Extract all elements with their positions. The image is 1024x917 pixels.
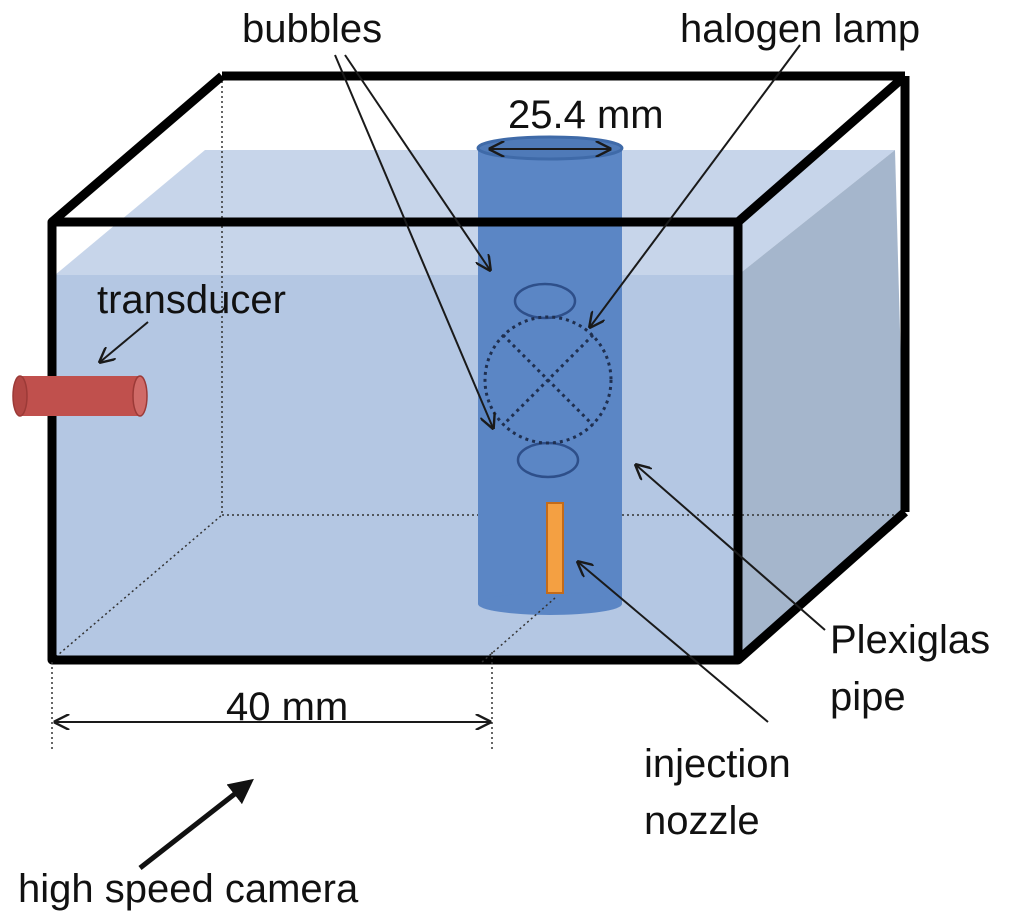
- bubbles-leader-lower: [334, 54, 493, 428]
- pipe-diameter-label: 25.4 mm: [508, 93, 664, 137]
- camera-label: high speed camera: [18, 867, 359, 911]
- tank-frame: [47, 71, 910, 665]
- lamp-leader: [590, 44, 801, 327]
- transducer-label: transducer: [97, 278, 286, 322]
- plexiglas-leader: [636, 465, 826, 631]
- nozzle-label-line1: injection: [644, 742, 791, 786]
- water-front-face: [52, 275, 738, 660]
- transducer: [12, 375, 148, 417]
- plexiglas-label-line1: Plexiglas: [830, 618, 990, 662]
- transducer-leader: [100, 321, 149, 362]
- bubbles-leader-upper: [344, 54, 490, 270]
- nozzle-label-line2: nozzle: [644, 799, 760, 843]
- width-dimension-label: 40 mm: [226, 685, 348, 729]
- bubbles-label: bubbles: [242, 7, 382, 51]
- halogen-lamp-label: halogen lamp: [680, 7, 920, 51]
- plexiglas-label-line2: pipe: [830, 675, 906, 719]
- camera-arrow: [138, 778, 254, 870]
- water-top-surface: [55, 150, 895, 275]
- injection-nozzle: [546, 502, 564, 594]
- halogen-lamp-icon: [483, 315, 613, 445]
- nozzle-leader: [578, 562, 769, 723]
- bubble-upper: [513, 282, 577, 320]
- water-side-face: [738, 150, 905, 660]
- width-dimension: [51, 597, 556, 752]
